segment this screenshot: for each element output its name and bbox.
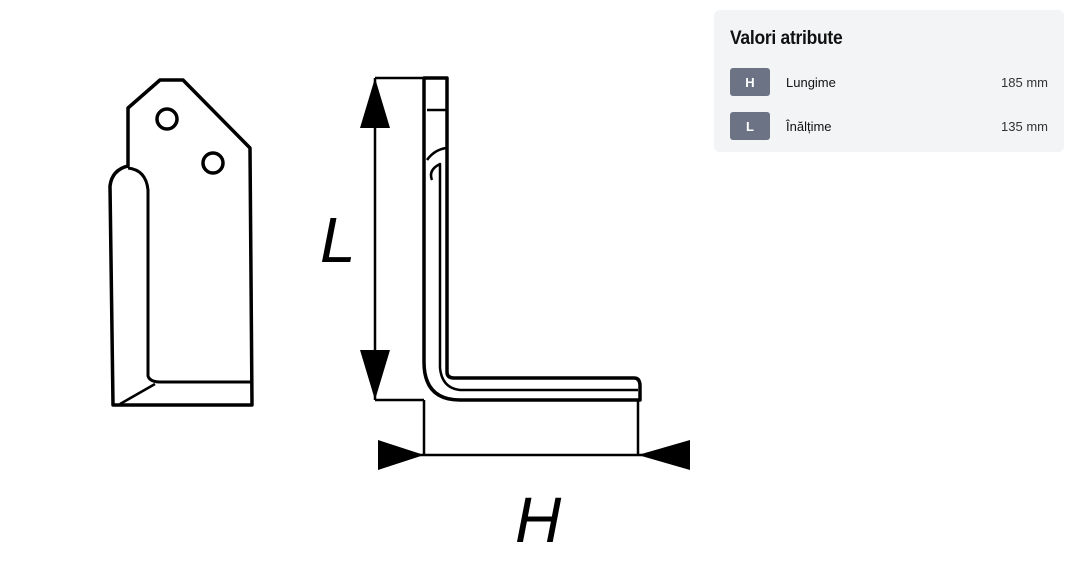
attribute-code-badge: L bbox=[730, 112, 770, 140]
attribute-value: 135 mm bbox=[1001, 118, 1048, 134]
attribute-row: L Înălțime 135 mm bbox=[730, 104, 1048, 148]
dimension-arrows bbox=[360, 78, 690, 470]
dimension-lines bbox=[373, 76, 690, 457]
blade-front-view bbox=[108, 78, 254, 407]
attribute-value: 185 mm bbox=[1001, 74, 1048, 90]
attribute-name: Înălțime bbox=[786, 118, 832, 134]
attribute-values-panel: Valori atribute H Lungime 185 mm L Înălț… bbox=[714, 10, 1064, 152]
attribute-name: Lungime bbox=[786, 74, 836, 90]
dimension-label-h: H bbox=[515, 484, 562, 556]
attribute-row: H Lungime 185 mm bbox=[730, 60, 1048, 104]
attribute-code-badge: H bbox=[730, 68, 770, 96]
blade-side-view bbox=[422, 76, 642, 402]
blade-technical-drawing: L H bbox=[108, 76, 690, 556]
dimension-label-l: L bbox=[320, 204, 356, 276]
panel-title: Valori atribute bbox=[730, 28, 843, 49]
